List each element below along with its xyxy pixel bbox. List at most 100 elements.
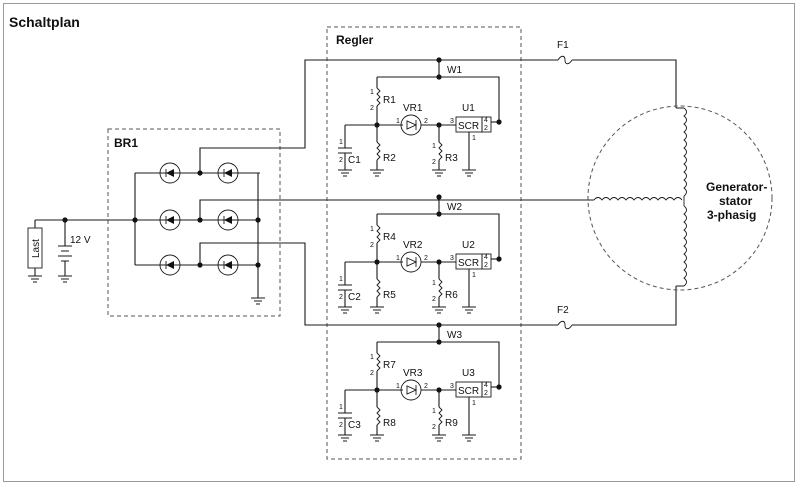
schematic-line (377, 76, 500, 122)
pin-label: 4 (484, 117, 488, 124)
pin-label: 1 (370, 354, 374, 361)
pin-label: 1 (472, 272, 476, 279)
schematic-line (377, 213, 500, 259)
battery-symbol (58, 245, 72, 262)
zener-regulator (400, 379, 422, 401)
capacitor-label: C1 (348, 155, 361, 166)
generator-label-line3: 3-phasig (707, 208, 756, 222)
fuse-f2: F2 (557, 305, 573, 330)
pin-label: 2 (432, 296, 436, 303)
pin-label: 2 (424, 255, 428, 262)
wire-label: W1 (447, 65, 462, 76)
resistor-label: R1 (383, 95, 396, 106)
scr-terminal (481, 253, 492, 270)
ground-symbol (462, 306, 476, 314)
zener-symbol (406, 257, 418, 267)
pin-label: 2 (424, 383, 428, 390)
zener-symbol (406, 120, 418, 130)
resistor-symbol (376, 87, 381, 107)
regler-block (326, 26, 522, 460)
resistor-symbol (376, 224, 381, 244)
pin-label: 1 (339, 404, 343, 411)
resistor-symbol (376, 406, 381, 426)
capacitor-symbol (338, 412, 352, 419)
pin-label: 1 (396, 255, 400, 262)
pin-label: 1 (370, 226, 374, 233)
pin-label: 1 (472, 135, 476, 142)
resistor-label: R8 (383, 418, 396, 429)
fuse-f2-label: F2 (557, 305, 569, 316)
generator-label-line2: stator (719, 194, 753, 208)
bridge-block (107, 128, 281, 317)
load-section: Last 12 V (27, 217, 135, 283)
ground-symbol (432, 169, 446, 177)
pin-label: 2 (432, 424, 436, 431)
resistor-symbol (376, 352, 381, 372)
pin-label: 2 (432, 159, 436, 166)
resistor-symbol (438, 141, 443, 161)
ground-symbol (58, 275, 72, 283)
pin-label: 2 (484, 262, 488, 269)
pin-label: 1 (432, 280, 436, 287)
diode (159, 162, 181, 184)
wire-label: W3 (447, 330, 462, 341)
scr-text: SCR (458, 258, 479, 269)
scr-terminal (481, 116, 492, 133)
battery-label: 12 V (70, 235, 91, 246)
scr-text: SCR (458, 121, 479, 132)
pin-label: 2 (370, 242, 374, 249)
pin-label: 2 (484, 390, 488, 397)
resistor-label: R7 (383, 360, 396, 371)
pin-label: 2 (339, 422, 343, 429)
generator-label-line1: Generator- (706, 180, 767, 194)
scr-label: U2 (462, 240, 475, 251)
resistor-label: R5 (383, 290, 396, 301)
junction (496, 384, 502, 390)
pin-label: 3 (450, 118, 454, 125)
zener-symbol (406, 385, 418, 395)
zener-regulator (400, 251, 422, 273)
pin-label: 2 (370, 370, 374, 377)
pin-label: 2 (339, 294, 343, 301)
ground-symbol (370, 434, 384, 442)
vr-label: VR1 (403, 103, 423, 114)
scr-text: SCR (458, 386, 479, 397)
schematic-frame (3, 3, 795, 482)
bridge-rectifier (132, 59, 677, 326)
pin-label: 1 (370, 89, 374, 96)
resistor-label: R6 (445, 290, 458, 301)
resistor-label: R3 (445, 153, 458, 164)
ground-symbol (370, 169, 384, 177)
resistor-label: R4 (383, 232, 396, 243)
pin-label: 1 (432, 143, 436, 150)
schematic-line (377, 341, 500, 387)
pin-label: 2 (370, 105, 374, 112)
resistor-label: R9 (445, 418, 458, 429)
capacitor-label: C2 (348, 292, 361, 303)
bridge-label: BR1 (114, 136, 138, 150)
scr-label: U3 (462, 368, 475, 379)
pin-label: 1 (339, 139, 343, 146)
fuse-f1: F1 (557, 40, 573, 65)
zener-regulator (400, 114, 422, 136)
vr-label: VR3 (403, 368, 423, 379)
pin-label: 3 (450, 383, 454, 390)
resistor-label: R2 (383, 153, 396, 164)
ground-symbol (338, 306, 352, 314)
scr-terminal (481, 381, 492, 398)
pin-label: 1 (339, 276, 343, 283)
diode (159, 209, 181, 231)
vr-label: VR2 (403, 240, 423, 251)
junction (496, 119, 502, 125)
resistor-symbol (438, 406, 443, 426)
diagram-title: Schaltplan (9, 14, 80, 30)
ground-symbol (370, 306, 384, 314)
ground-symbol (432, 434, 446, 442)
load-label: Last (31, 239, 42, 258)
resistor-symbol (438, 278, 443, 298)
ground-symbol (338, 434, 352, 442)
capacitor-symbol (338, 284, 352, 291)
